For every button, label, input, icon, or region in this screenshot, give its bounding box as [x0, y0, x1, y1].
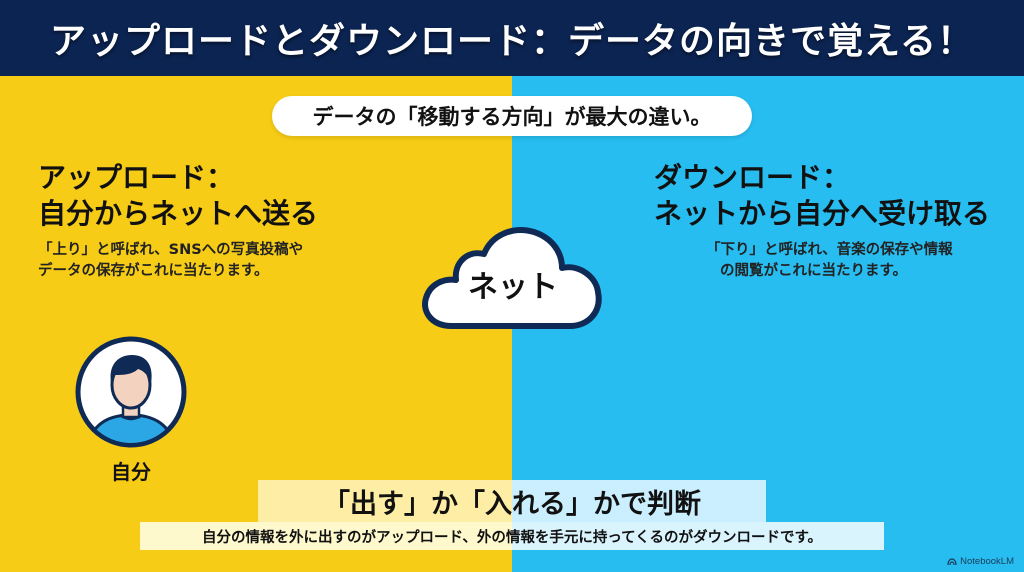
upload-section: アップロード： 自分からネットへ送る 「上り」と呼ばれ、SNSへの写真投稿や デ…	[38, 160, 318, 282]
download-title-line1: ダウンロード：	[653, 161, 850, 194]
upload-description: 「上り」と呼ばれ、SNSへの写真投稿や データの保存がこれに当たります。	[38, 240, 318, 282]
page-title: アップロードとダウンロード：データの向きで覚える！	[50, 21, 974, 62]
person-avatar-icon	[75, 336, 187, 448]
watermark: NotebookLM	[947, 556, 1014, 567]
watermark-label: NotebookLM	[960, 556, 1014, 567]
download-desc-line1: 「下り」と呼ばれ、音楽の保存や情報	[705, 242, 953, 258]
download-section: ダウンロード： ネットから自分へ受け取る 「下り」と呼ばれ、音楽の保存や情報 の…	[654, 160, 990, 282]
upload-desc-line2: データの保存がこれに当たります。	[38, 263, 269, 279]
upload-title-line1: アップロード：	[38, 161, 235, 194]
cloud-label: ネット	[468, 270, 558, 305]
upload-title: アップロード： 自分からネットへ送る	[38, 160, 318, 232]
download-desc-line2: の閲覧がこれに当たります。	[719, 263, 908, 279]
download-title-line2: ネットから自分へ受け取る	[653, 197, 990, 230]
upload-title-line2: 自分からネットへ送る	[38, 197, 319, 230]
bottom-heading-highlight	[258, 480, 766, 522]
subtitle-text: データの「移動する方向」が最大の違い。	[312, 105, 712, 129]
download-description: 「下り」と呼ばれ、音楽の保存や情報 の閲覧がこれに当たります。	[706, 240, 990, 282]
cloud-icon	[422, 227, 602, 329]
bottom-note: 自分の情報を外に出すのがアップロード、外の情報を手元に持ってくるのがダウンロード…	[140, 522, 884, 550]
download-title: ダウンロード： ネットから自分へ受け取る	[654, 160, 990, 232]
notebooklm-logo-icon	[947, 557, 957, 565]
bottom-heading: 「出す」か「入れる」かで判断	[323, 488, 701, 520]
upload-desc-line1: 「上り」と呼ばれ、SNSへの写真投稿や	[38, 242, 304, 258]
person-label: 自分	[111, 460, 151, 484]
title-bar: アップロードとダウンロード：データの向きで覚える！	[0, 0, 1024, 76]
subtitle-pill: データの「移動する方向」が最大の違い。	[272, 96, 752, 136]
